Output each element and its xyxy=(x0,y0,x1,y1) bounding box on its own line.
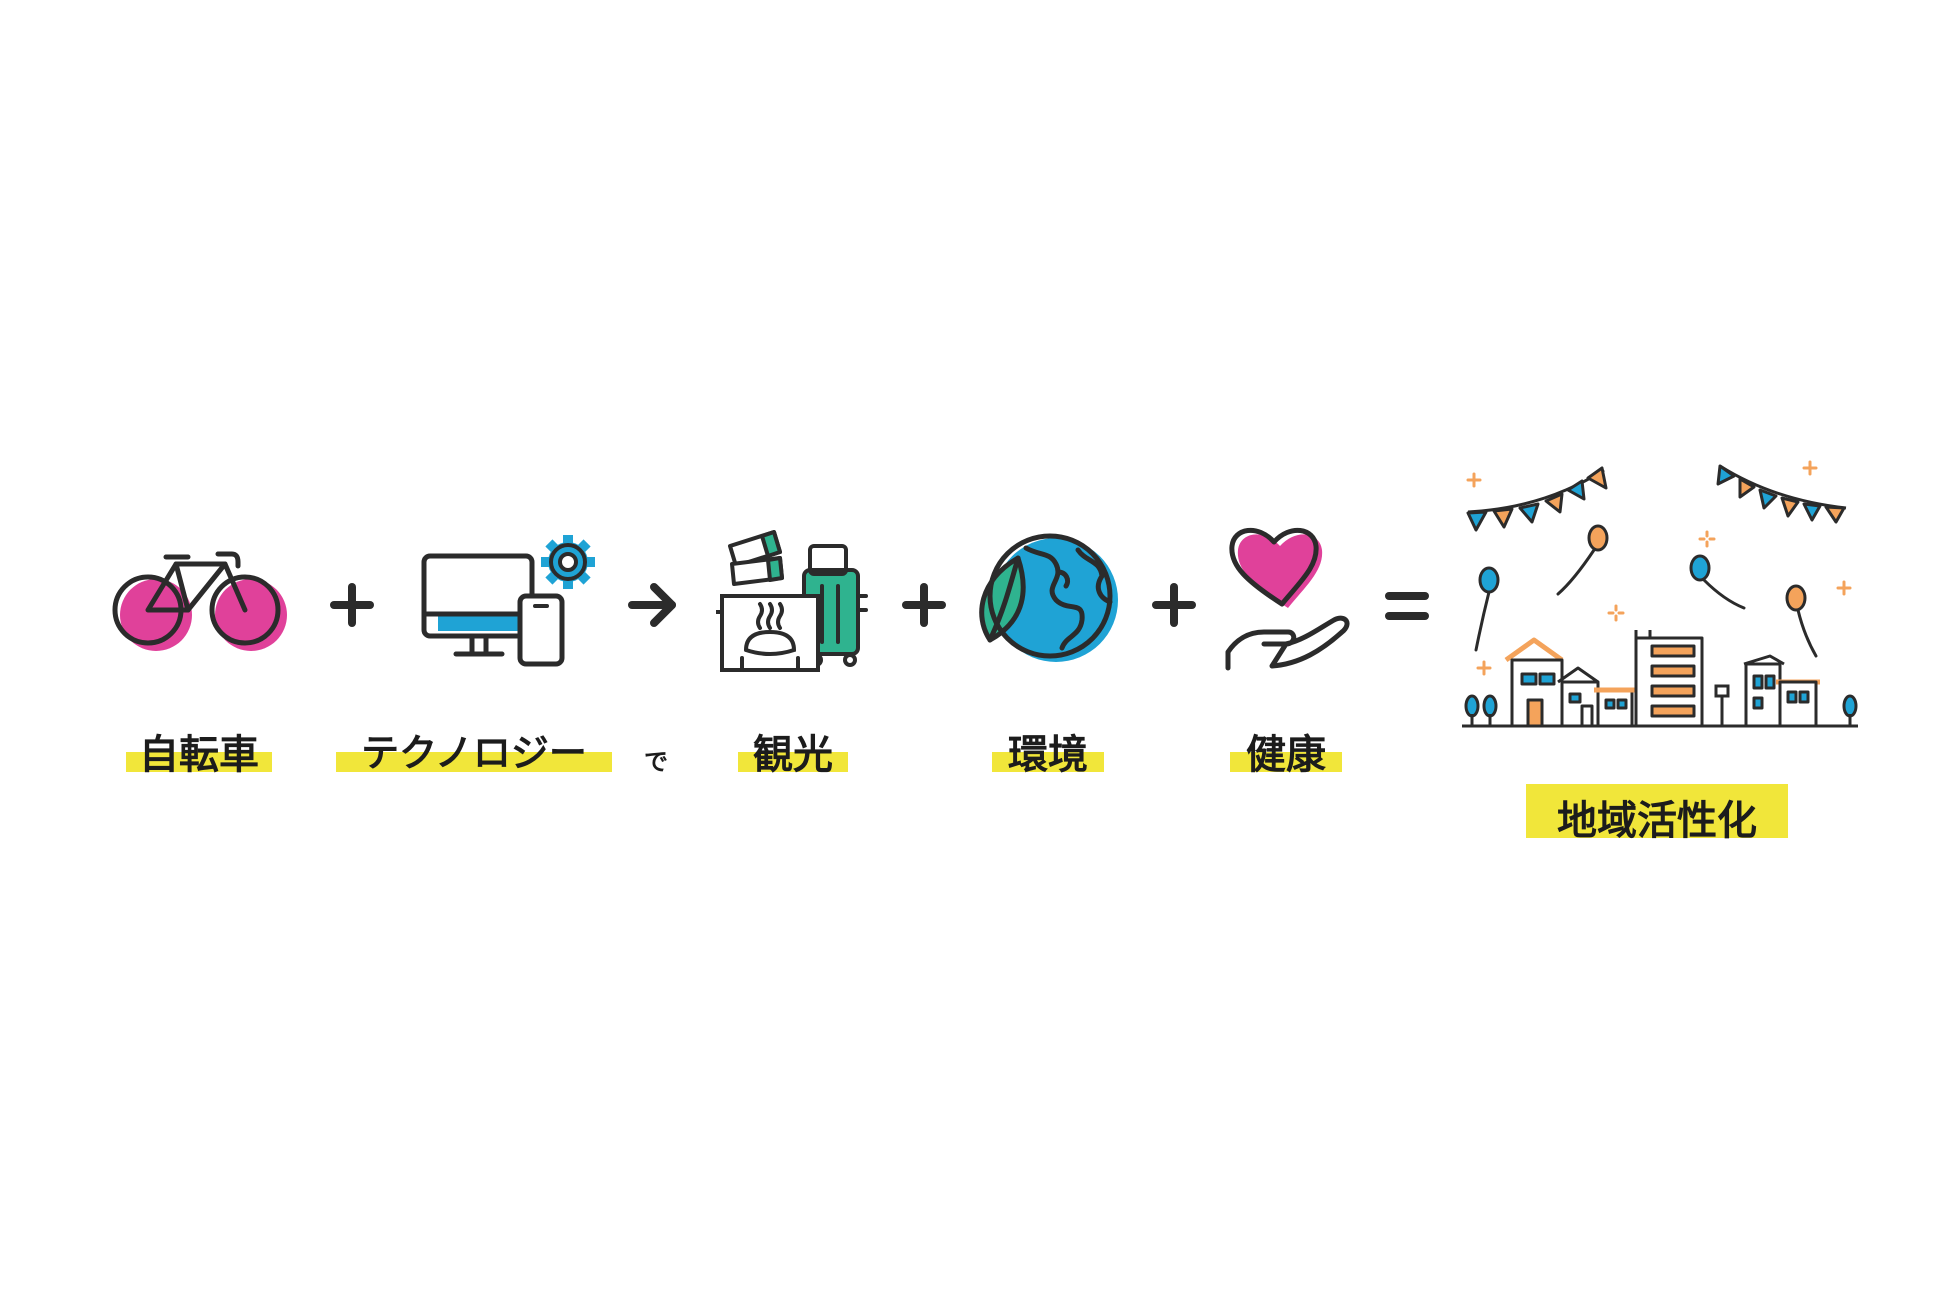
health-label: 健康 xyxy=(1246,732,1326,778)
bicycle-highlight xyxy=(126,752,272,772)
computer-gear-phone-icon xyxy=(421,535,595,667)
technology-label: テクノロジー xyxy=(361,731,587,775)
environment-highlight xyxy=(992,752,1104,772)
environment-label: 環境 xyxy=(1008,732,1088,778)
plus-sign xyxy=(330,583,374,627)
plus-sign xyxy=(902,583,946,627)
equals-sign xyxy=(1385,592,1429,620)
town-celebration-icon xyxy=(1462,460,1858,728)
plus-sign xyxy=(1152,583,1196,627)
bicycle-label: 自転車 xyxy=(139,732,259,778)
health-highlight xyxy=(1230,752,1342,772)
result-label: 地域活性化 xyxy=(1557,798,1757,844)
result-highlight xyxy=(1526,784,1788,838)
technology-highlight xyxy=(336,752,612,772)
particle-de: で xyxy=(644,748,668,776)
heart-hand-icon xyxy=(1225,527,1350,671)
tourism-label: 観光 xyxy=(753,732,833,778)
arrow-right-icon xyxy=(628,583,676,627)
bicycle-icon xyxy=(112,551,287,651)
globe-leaf-icon xyxy=(979,533,1118,662)
hot-spring-suitcase-tickets-icon xyxy=(716,530,868,672)
tourism-highlight xyxy=(738,752,848,772)
